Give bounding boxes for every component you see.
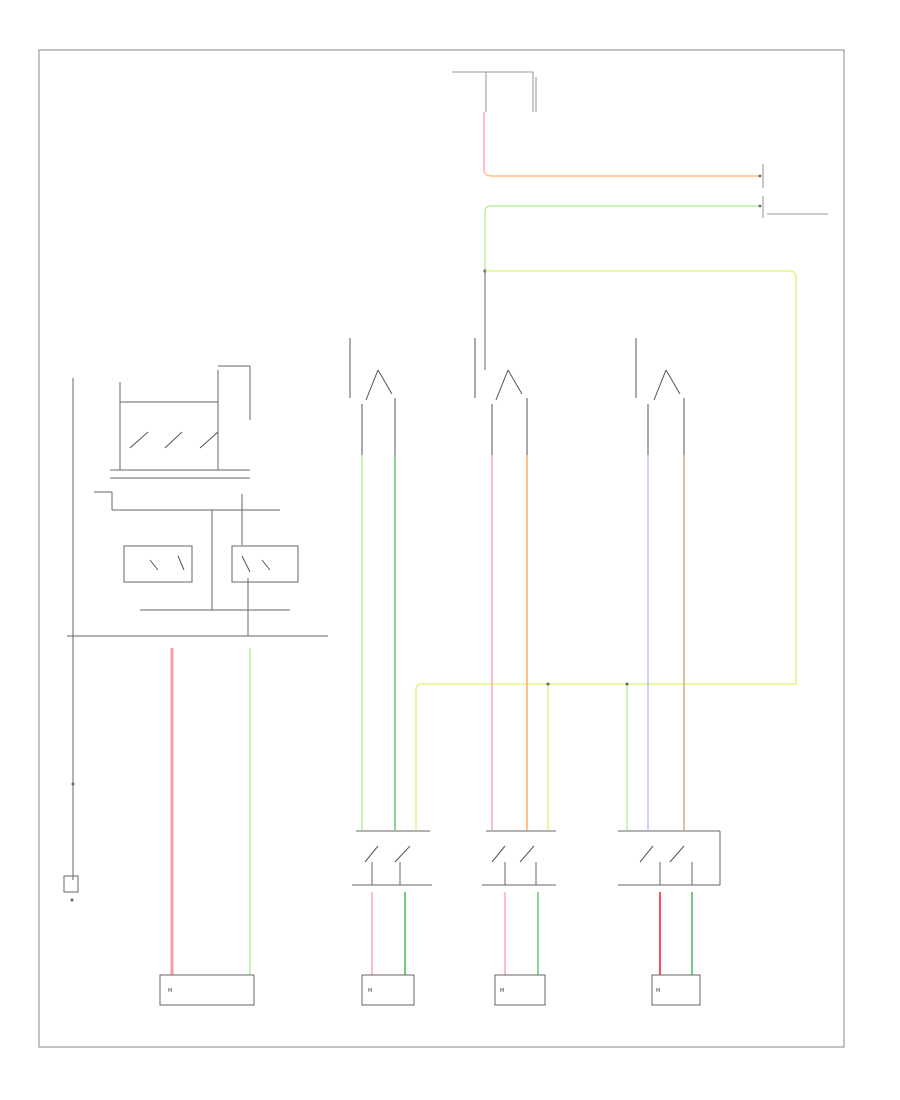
master-lock-switch xyxy=(67,365,328,880)
actuator-left-front: M xyxy=(159,974,255,1006)
door-switch-assembly-left xyxy=(352,830,432,886)
top-feed xyxy=(452,71,537,112)
bus-wire-yellow-green xyxy=(415,270,797,830)
feed-wire-orange xyxy=(483,171,760,177)
svg-text:M: M xyxy=(656,988,660,994)
diagram-frame xyxy=(38,49,845,1048)
door-switch-assembly-right xyxy=(618,830,721,886)
svg-text:M: M xyxy=(500,988,504,994)
door-switch-assembly-middle xyxy=(482,830,556,886)
master-relay-left xyxy=(123,545,193,583)
door-lock-switch-middle xyxy=(474,338,528,455)
door-lock-switch-left xyxy=(349,338,396,455)
svg-text:M: M xyxy=(368,988,372,994)
door-lock-switch-right xyxy=(635,338,685,455)
right-relay xyxy=(758,164,828,218)
feed-wire-green xyxy=(484,205,760,270)
master-relay-right xyxy=(231,545,299,583)
actuator-left-rear: M xyxy=(494,974,546,1006)
svg-text:M: M xyxy=(168,988,172,994)
actuator-right-rear: M xyxy=(651,974,701,1006)
ground-point xyxy=(63,782,79,902)
actuator-right-front: M xyxy=(361,974,415,1006)
